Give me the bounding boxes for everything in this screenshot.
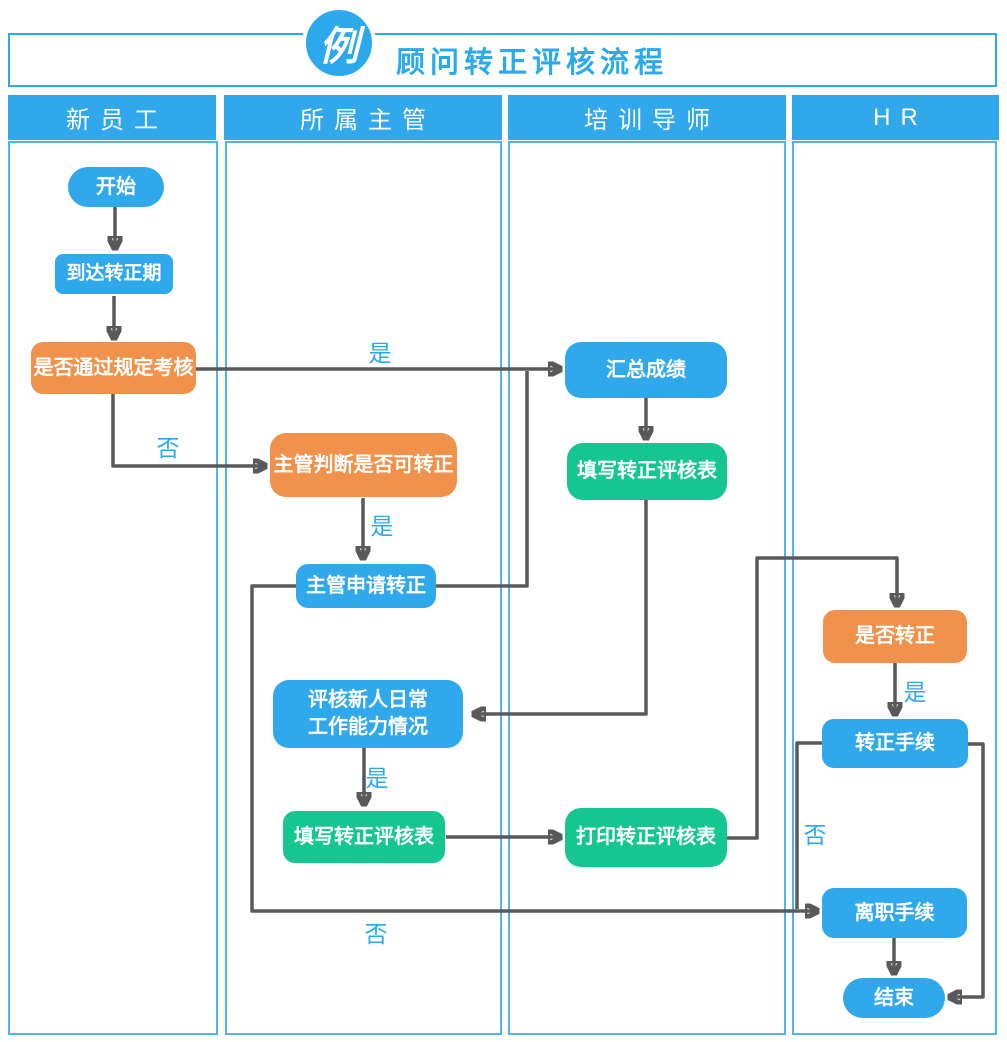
node-end: 结束	[843, 978, 945, 1018]
node-print-form: 打印转正评核表	[565, 808, 727, 867]
edge-apply-no-to-resign	[250, 584, 818, 911]
node-summarize-scores: 汇总成绩	[565, 342, 727, 398]
edge-label-confirm-no: 否	[803, 822, 827, 848]
edge-label-pass-no: 否	[156, 435, 180, 461]
lane-body-hr	[792, 141, 997, 1035]
node-evaluate-daily: 评核新人日常 工作能力情况	[273, 680, 463, 748]
title-band: 顾问转正评核流程	[8, 33, 997, 87]
edge-procedure-no-join	[795, 741, 822, 909]
lane-body-supervisor	[225, 141, 502, 1035]
node-confirm-decision: 是否转正	[823, 610, 967, 663]
edge-label-apply-no: 否	[364, 921, 388, 947]
lane-header-mentor: 培训导师	[508, 95, 786, 140]
node-evaluate-daily-line1: 评核新人日常	[308, 689, 428, 711]
edge-passexam-no-to-judge	[111, 394, 266, 466]
edge-procedure-to-end	[949, 742, 985, 997]
lane-header-supervisor: 所属主管	[224, 95, 502, 140]
node-supervisor-apply: 主管申请转正	[296, 564, 436, 608]
node-fill-form-mentor: 填写转正评核表	[567, 443, 727, 500]
lane-body-mentor	[508, 141, 786, 1035]
lane-header-hr: HR	[792, 95, 999, 140]
node-confirm-procedure: 转正手续	[822, 719, 968, 768]
node-pass-exam: 是否通过规定考核	[31, 342, 196, 394]
edge-label-confirm-yes: 是	[903, 679, 927, 705]
edge-print-to-confirm	[727, 556, 897, 840]
node-start: 开始	[68, 167, 164, 207]
edge-label-evaluate-yes: 是	[365, 765, 389, 791]
lane-header-new-employee: 新员工	[8, 95, 216, 140]
node-fill-form-supervisor: 填写转正评核表	[283, 811, 445, 863]
edge-fillform-mentor-to-evaluate	[473, 500, 648, 714]
diagram-title: 顾问转正评核流程	[396, 47, 669, 79]
edge-label-judge-yes: 是	[370, 513, 394, 539]
node-supervisor-judge: 主管判断是否可转正	[270, 433, 457, 497]
edge-label-pass-yes: 是	[368, 340, 392, 366]
edge-apply-to-summarize-join	[436, 371, 529, 588]
node-reach-period: 到达转正期	[55, 254, 173, 294]
node-evaluate-daily-line2: 工作能力情况	[308, 716, 428, 738]
node-resign-procedure: 离职手续	[822, 888, 967, 938]
lane-body-new-employee	[8, 141, 218, 1035]
example-badge: 例	[302, 6, 376, 80]
